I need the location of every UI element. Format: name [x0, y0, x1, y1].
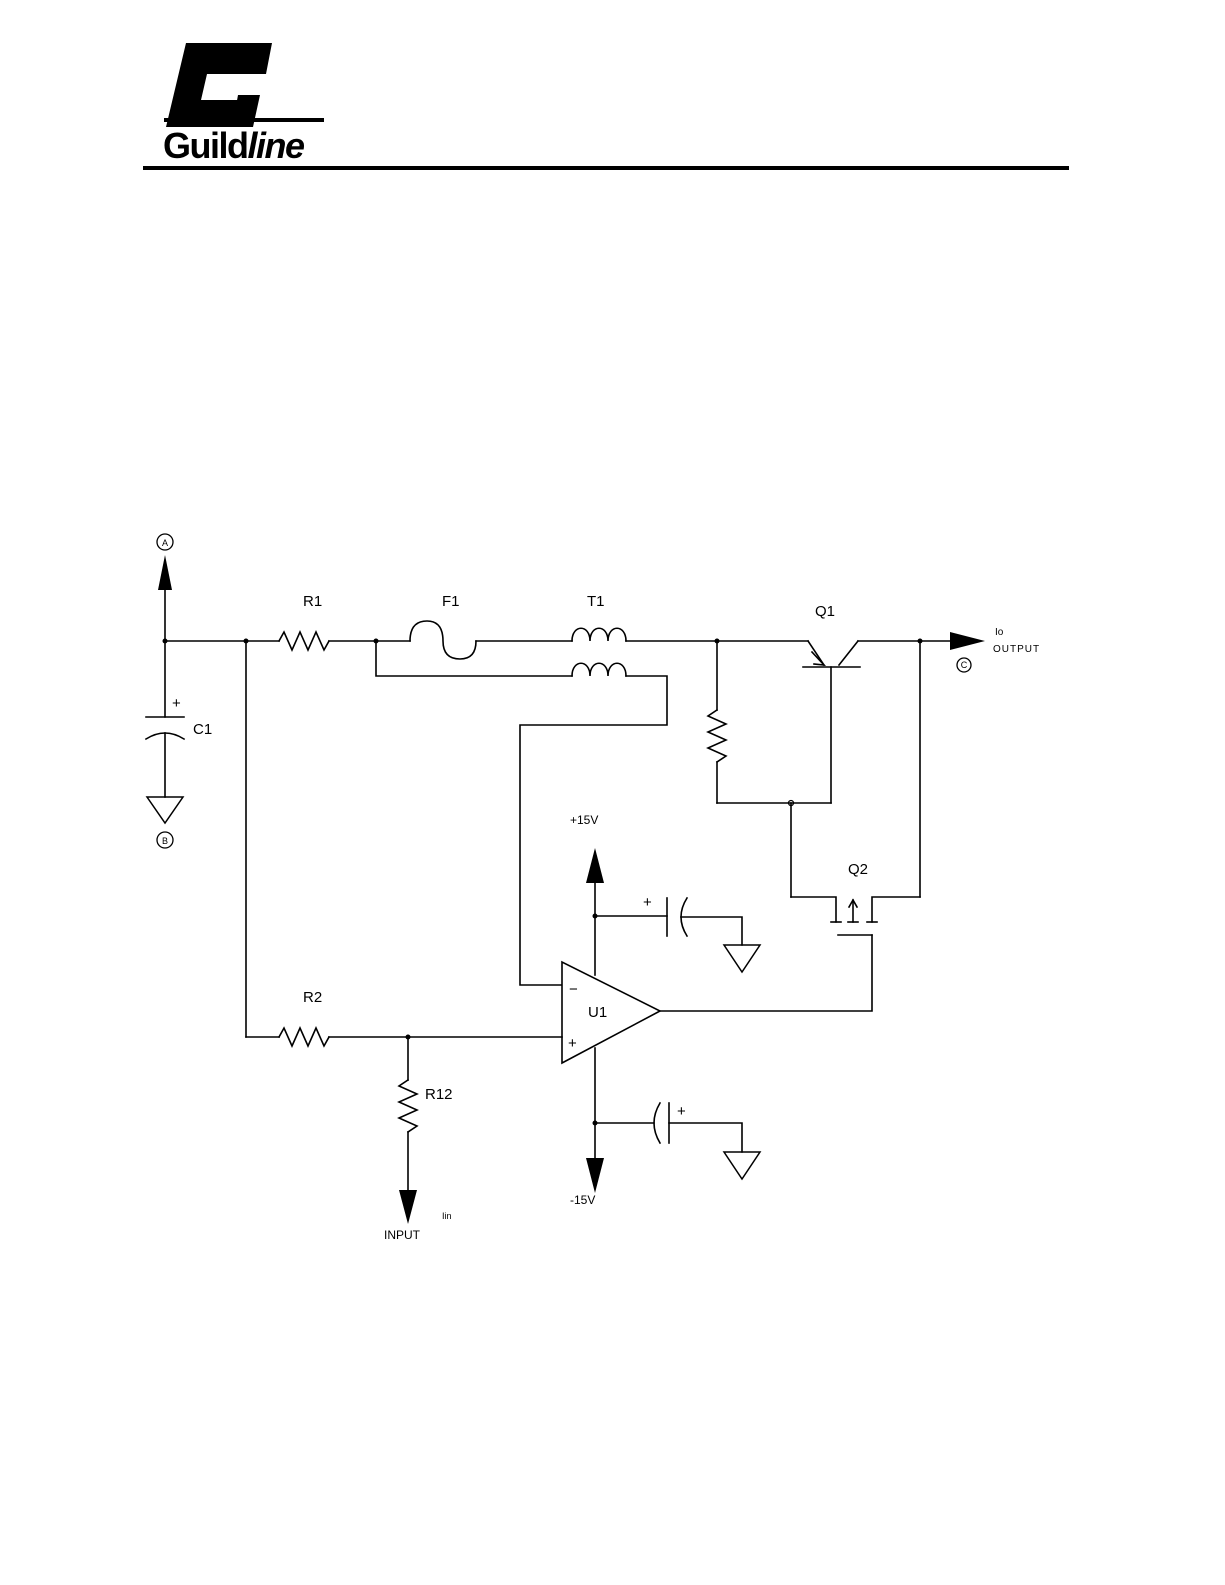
capacitor-negative-bypass: +	[595, 1103, 760, 1179]
node-a: A	[157, 534, 173, 550]
input-label: INPUT	[384, 1228, 421, 1242]
svg-text:+: +	[677, 1103, 686, 1120]
output-signal: Io	[995, 627, 1004, 638]
negative-rail-arrow	[586, 1158, 604, 1193]
node-b: B	[157, 832, 173, 848]
negative-rail-label: -15V	[570, 1193, 595, 1207]
junction	[163, 639, 168, 644]
svg-text:+: +	[172, 695, 181, 712]
svg-text:R1: R1	[303, 593, 322, 610]
svg-text:C: C	[961, 660, 968, 670]
c1-label: C1	[193, 721, 212, 738]
svg-text:R2: R2	[303, 989, 322, 1006]
input-arrow	[399, 1190, 417, 1224]
svg-text:F1: F1	[442, 593, 460, 610]
logo-underline	[164, 118, 324, 122]
ground-symbol	[724, 945, 760, 972]
logo-mark	[166, 43, 272, 127]
output-label: OUTPUT	[993, 644, 1040, 655]
resistor-r12: R12	[399, 1037, 453, 1190]
wire-t1-secondary-feedback	[520, 676, 667, 985]
header-rule	[143, 166, 1069, 170]
output-arrow	[950, 632, 985, 650]
guildline-logo: Guildline	[163, 43, 324, 166]
resistor-r1: R1	[279, 593, 329, 650]
capacitor-c1: + C1	[146, 695, 212, 797]
svg-text:Q2: Q2	[848, 861, 868, 878]
wire-t1-secondary-left	[376, 641, 572, 676]
input-signal: Iin	[442, 1211, 452, 1221]
svg-text:B: B	[162, 836, 168, 846]
opamp-u1: − + U1	[562, 962, 660, 1063]
resistor-r2: R2	[279, 989, 329, 1046]
svg-text:+: +	[568, 1035, 577, 1052]
node-a-arrow	[158, 555, 172, 590]
resistor-base	[708, 641, 726, 803]
svg-text:T1: T1	[587, 593, 605, 610]
svg-text:+: +	[643, 894, 652, 911]
svg-text:A: A	[162, 538, 168, 548]
capacitor-positive-bypass: +	[595, 894, 760, 972]
transformer-t1: T1	[572, 593, 626, 676]
mosfet-q2: Q2	[660, 861, 920, 1011]
ground-symbol	[147, 797, 183, 823]
svg-text:Q1: Q1	[815, 603, 835, 620]
svg-text:R12: R12	[425, 1086, 453, 1103]
positive-rail-arrow	[586, 848, 604, 883]
transistor-q1: Q1	[803, 603, 860, 803]
svg-text:U1: U1	[588, 1004, 607, 1021]
positive-rail-label: +15V	[570, 813, 598, 827]
node-c: C	[957, 658, 971, 672]
ground-symbol	[724, 1152, 760, 1179]
fuse-f1: F1	[410, 593, 476, 659]
svg-text:−: −	[569, 981, 578, 998]
logo-text: Guildline	[163, 125, 305, 166]
